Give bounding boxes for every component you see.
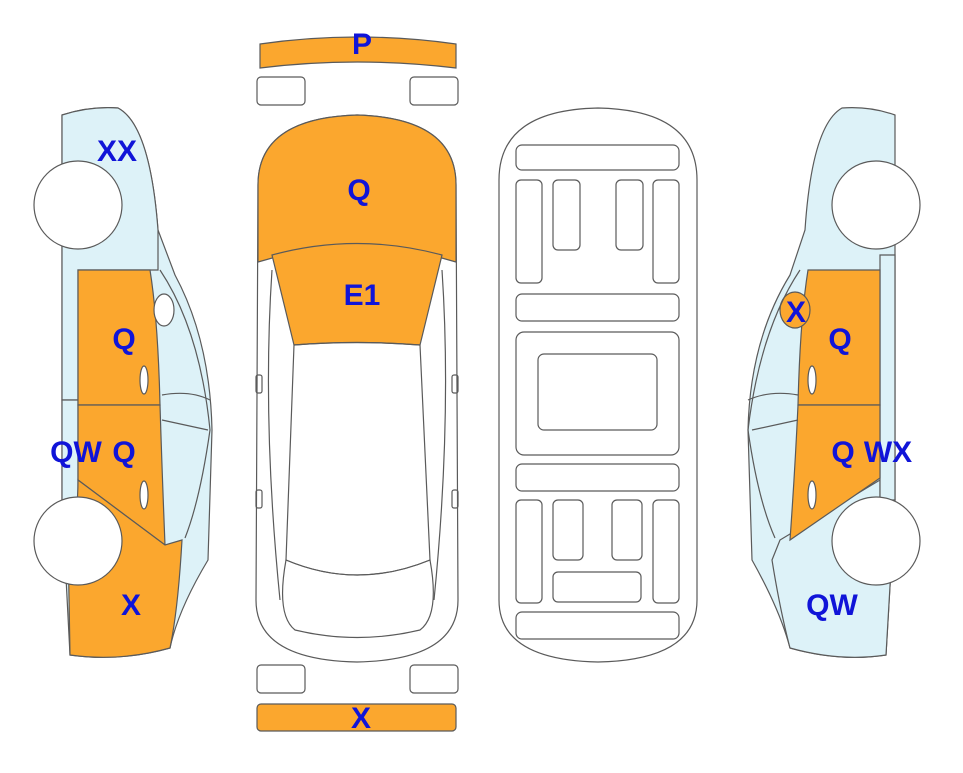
underbody-rear-right-rail — [652, 499, 680, 604]
left-rear-wheel — [33, 160, 123, 250]
right-front-wheel — [831, 496, 921, 586]
left-mirror-top — [255, 374, 263, 394]
left-front-door-code: Q — [112, 323, 136, 356]
right-rear-wheel — [831, 160, 921, 250]
underbody-right-rail — [652, 179, 680, 284]
right-rear-quarter-code: QW — [806, 589, 858, 622]
underbody-rear-inner-left — [552, 499, 584, 561]
cabin-roof — [285, 341, 431, 576]
rear-bumper-panel[interactable] — [256, 703, 457, 732]
hood-code: Q — [347, 174, 371, 207]
rear-right-light — [409, 664, 459, 694]
left-mirror-side — [153, 293, 175, 327]
underbody-center-frame — [515, 331, 680, 456]
right-mirror-top — [451, 374, 459, 394]
left-front-fender-code: X — [120, 589, 142, 622]
front-bumper-code: P — [351, 28, 373, 61]
rear-left-light — [256, 664, 306, 694]
front-bumper-panel[interactable] — [259, 36, 457, 69]
right-mirror-panel[interactable] — [779, 291, 811, 329]
left-sill-code: QW — [50, 436, 102, 469]
rear-window — [281, 559, 434, 639]
front-right-light — [409, 76, 459, 106]
left-front-wheel — [33, 496, 123, 586]
rear-bumper-code: X — [350, 702, 372, 735]
underbody-center-panel — [537, 353, 658, 431]
left-pillar-line — [267, 269, 281, 601]
left-front-handle — [139, 365, 149, 395]
right-front-handle — [807, 365, 817, 395]
left-window-inner — [161, 392, 211, 431]
front-left-light — [256, 76, 306, 106]
underbody-inner-left — [552, 179, 581, 251]
left-rear-quarter-code: XX — [96, 135, 138, 168]
underbody-front-bar — [515, 144, 680, 171]
right-mirror-code: X — [785, 296, 807, 329]
underbody-rear-bar — [552, 571, 642, 603]
right-window-inner — [747, 392, 799, 431]
windshield-code: E1 — [343, 279, 381, 312]
underbody-outline — [498, 107, 698, 663]
right-front-door-code: Q — [828, 323, 852, 356]
right-pillar-line — [433, 269, 447, 601]
right-rear-door-code: Q — [831, 436, 855, 469]
underbody-cross-1 — [515, 293, 680, 322]
right-handle-top — [451, 489, 459, 509]
underbody-cross-2 — [515, 463, 680, 492]
right-window-line — [747, 269, 801, 539]
underbody-left-rail — [515, 179, 543, 284]
underbody-inner-right — [615, 179, 644, 251]
underbody-rear-left-rail — [515, 499, 543, 604]
underbody-rear-end — [515, 611, 680, 640]
left-rear-door-code: Q — [112, 436, 136, 469]
left-rear-handle — [139, 480, 149, 510]
underbody-rear-inner-right — [611, 499, 643, 561]
right-sill-code: WX — [863, 436, 913, 469]
left-window-line — [159, 269, 211, 539]
left-handle-top — [255, 489, 263, 509]
right-rear-handle — [807, 480, 817, 510]
